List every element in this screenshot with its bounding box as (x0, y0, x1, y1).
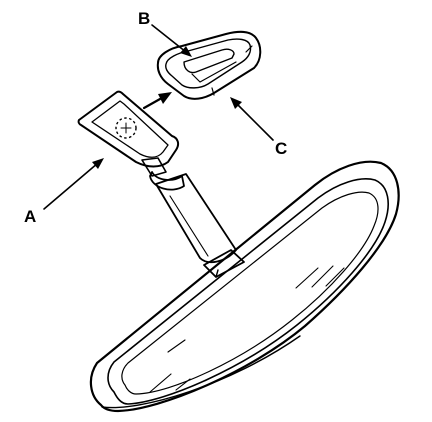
callout-a-leader (43, 158, 104, 210)
stem-tube (155, 173, 237, 264)
mirror-body (89, 160, 400, 413)
mirror-housing-outline (89, 160, 400, 413)
mounting-screw-hole (115, 117, 137, 139)
glass-reflection-hatching (149, 265, 345, 393)
callout-c-leader (230, 97, 274, 141)
stem-ferrule (149, 171, 185, 191)
mirror-glass (121, 191, 379, 395)
callout-label-a: A (24, 207, 36, 226)
mount-base-slot (183, 48, 235, 74)
mounting-plate-inner-face (91, 100, 169, 158)
callout-label-b: B (138, 9, 150, 28)
assembly-arrowhead (158, 92, 172, 104)
stem-neck (141, 157, 167, 177)
assembly-direction-arrow (142, 92, 172, 110)
mirror-bezel (107, 178, 389, 405)
mirror-lower-edge (101, 335, 301, 409)
mirror-stem (141, 157, 245, 278)
callout-label-c: C (275, 139, 287, 158)
mounting-plate (77, 90, 180, 168)
callout-b-leader (151, 24, 192, 57)
mount-base-outline (156, 30, 262, 100)
stem-tube-highlight (169, 195, 209, 257)
stem-base-collar (203, 249, 245, 278)
mounting-plate-outline (77, 90, 180, 168)
